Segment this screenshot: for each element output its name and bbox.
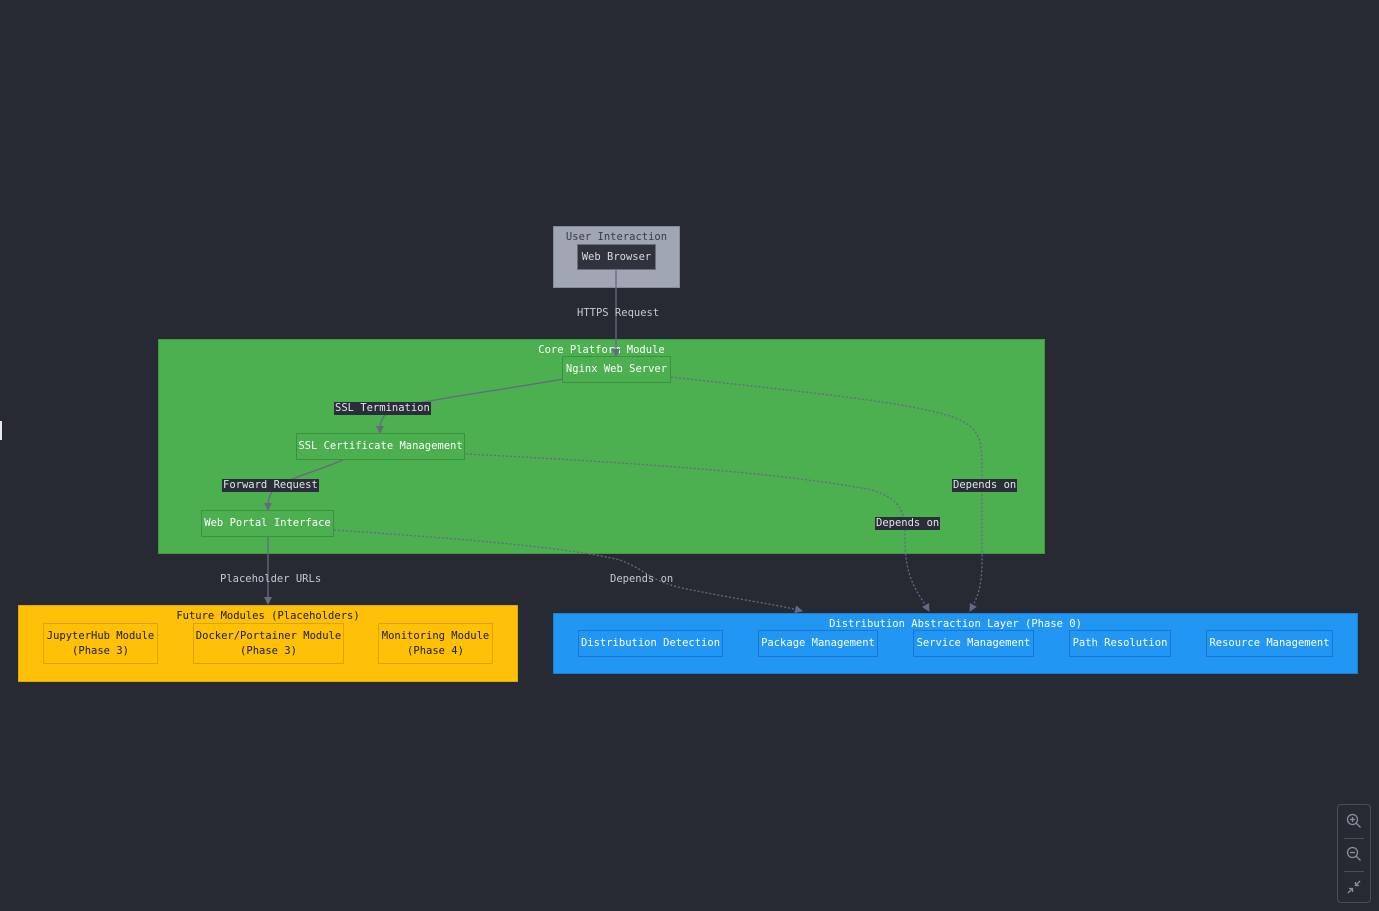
edge-label-https: HTTPS Request: [577, 307, 660, 319]
service-management-node[interactable]: Service Management: [913, 630, 1034, 657]
zoom-in-button[interactable]: [1338, 805, 1370, 837]
future-modules-title: Future Modules (Placeholders): [176, 610, 360, 622]
edge-label-depends-ssl: Depends on: [875, 517, 941, 530]
core-platform-title: Core Platform Module: [538, 344, 665, 356]
zoom-out-icon: [1346, 846, 1361, 861]
distribution-layer-title: Distribution Abstraction Layer (Phase 0): [829, 618, 1082, 630]
edge-label-depends-nginx: Depends on: [952, 479, 1018, 492]
edge-label-placeholder-urls: Placeholder URLs: [220, 573, 322, 585]
edge-label-ssl-termination: SSL Termination: [334, 402, 431, 415]
edge-label-depends-portal: Depends on: [610, 573, 674, 585]
jupyterhub-module-node[interactable]: JupyterHub Module (Phase 3): [43, 623, 158, 664]
zoom-out-button[interactable]: [1338, 838, 1370, 870]
fit-view-icon: [1347, 880, 1361, 894]
docker-portainer-module-node[interactable]: Docker/Portainer Module (Phase 3): [193, 623, 344, 664]
distribution-detection-node[interactable]: Distribution Detection: [578, 630, 723, 657]
package-management-node[interactable]: Package Management: [758, 630, 878, 657]
edge-label-forward-request: Forward Request: [222, 479, 319, 492]
ssl-certificate-node[interactable]: SSL Certificate Management: [296, 433, 465, 460]
zoom-in-icon: [1346, 813, 1361, 828]
path-resolution-node[interactable]: Path Resolution: [1069, 630, 1171, 657]
web-portal-node[interactable]: Web Portal Interface: [201, 510, 334, 537]
user-interaction-title: User Interaction: [565, 231, 668, 243]
monitoring-module-node[interactable]: Monitoring Module (Phase 4): [378, 623, 493, 664]
web-browser-node[interactable]: Web Browser: [577, 244, 656, 270]
resource-management-node[interactable]: Resource Management: [1206, 630, 1333, 657]
zoom-controls: [1337, 804, 1371, 903]
nginx-node[interactable]: Nginx Web Server: [562, 356, 671, 383]
fit-view-button[interactable]: [1338, 871, 1370, 903]
text-cursor: [0, 421, 2, 440]
